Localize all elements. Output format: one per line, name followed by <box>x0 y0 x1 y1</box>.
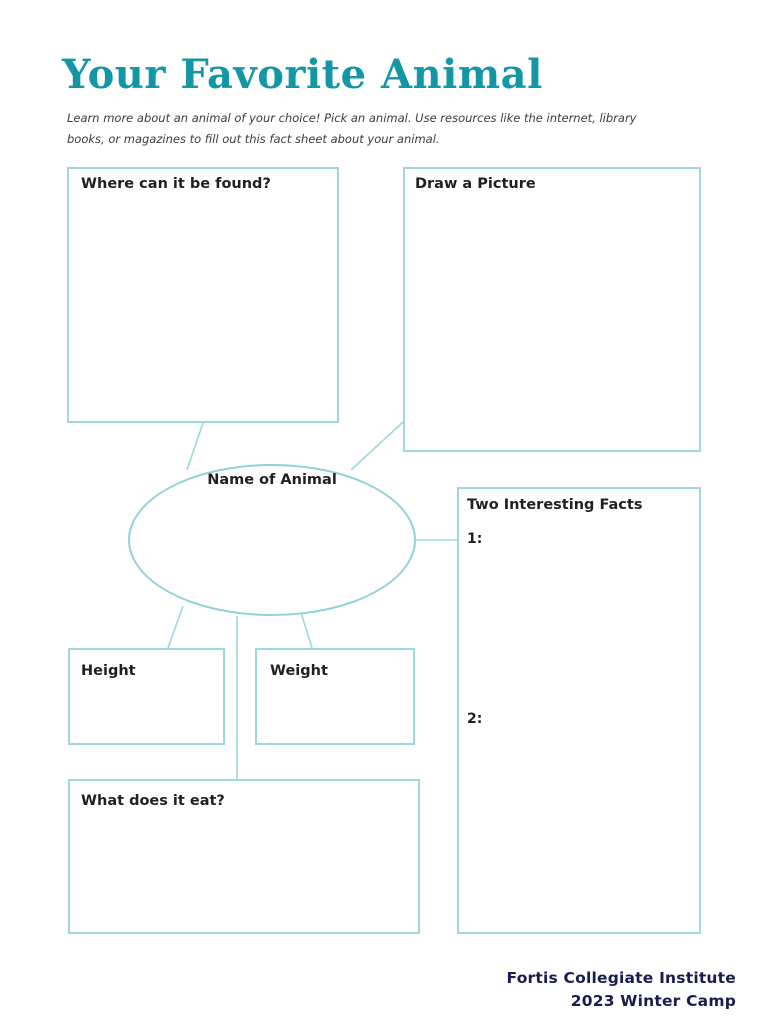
label-weight: Weight <box>270 663 328 679</box>
footer-organization: Fortis Collegiate Institute <box>506 969 736 988</box>
footer: Fortis Collegiate Institute 2023 Winter … <box>507 967 736 1012</box>
label-what-does-it-eat: What does it eat? <box>81 793 225 809</box>
intro-instructions: Learn more about an animal of your choic… <box>67 110 637 146</box>
connector-weight <box>299 608 313 649</box>
label-where-found: Where can it be found? <box>81 176 271 192</box>
connector-height <box>167 605 184 649</box>
label-height: Height <box>81 663 136 679</box>
label-draw-picture: Draw a Picture <box>415 176 536 192</box>
page-title: Your Favorite Animal <box>62 50 543 98</box>
label-fact-marker-1: 1: <box>467 531 483 547</box>
label-two-facts: Two Interesting Facts <box>467 497 643 513</box>
field-ellipse-name-of-animal[interactable] <box>128 464 416 616</box>
field-box-where-found[interactable] <box>67 167 339 423</box>
field-box-weight[interactable] <box>255 648 415 745</box>
field-box-two-facts[interactable] <box>457 487 701 934</box>
field-box-what-does-it-eat[interactable] <box>68 779 420 934</box>
label-name-of-animal: Name of Animal <box>207 472 337 488</box>
connector-where <box>186 422 204 471</box>
label-fact-marker-2: 2: <box>467 711 483 727</box>
footer-program: 2023 Winter Camp <box>570 991 736 1010</box>
field-box-height[interactable] <box>68 648 225 745</box>
field-box-draw-picture[interactable] <box>403 167 701 452</box>
connector-draw <box>350 421 404 471</box>
